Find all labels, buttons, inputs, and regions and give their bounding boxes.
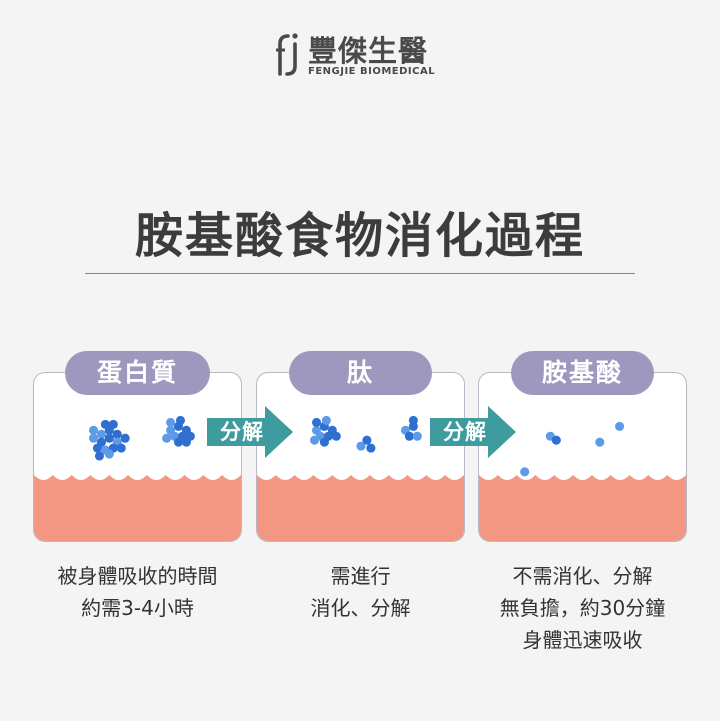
molecule-icon — [615, 421, 625, 431]
molecule-icon — [595, 437, 605, 447]
molecule-icon — [162, 433, 172, 443]
molecule-icon — [356, 441, 366, 451]
stage-panel-amino-acid — [478, 372, 687, 542]
fj-logo-icon — [276, 33, 298, 76]
molecule-icon — [319, 437, 329, 447]
molecule-icon — [108, 419, 118, 429]
brand-logo: 豐傑生醫 FENGJIE BIOMEDICAL — [276, 28, 446, 80]
molecule-icon — [100, 419, 110, 429]
brand-name-en: FENGJIE BIOMEDICAL — [308, 66, 436, 77]
breakdown-arrow-2: 分解 — [430, 406, 516, 458]
stage-panel-peptide — [256, 372, 465, 542]
molecule-icon — [331, 431, 341, 441]
molecule-icon — [88, 425, 99, 435]
desc-line: 無負擔，約30分鐘 — [499, 596, 666, 620]
molecule-icon — [166, 417, 176, 427]
stage-desc-peptide: 需進行 消化、分解 — [253, 560, 468, 624]
desc-line: 約需3-4小時 — [81, 596, 194, 620]
molecule-icon — [404, 431, 414, 441]
amino-acid-molecules — [520, 421, 625, 477]
desc-line: 消化、分解 — [310, 596, 411, 620]
molecule-icon — [120, 433, 130, 443]
arrow-label: 分解 — [220, 420, 264, 444]
breakdown-arrow-1: 分解 — [207, 406, 293, 458]
title-divider — [85, 273, 635, 274]
molecule-icon — [173, 437, 184, 447]
page-title: 胺基酸食物消化過程 — [134, 208, 585, 264]
peptide-molecules — [310, 415, 422, 453]
molecule-icon — [116, 443, 126, 453]
arrow-label: 分解 — [443, 420, 487, 444]
molecule-icon — [175, 415, 186, 425]
brand-name-cn: 豐傑生醫 — [308, 34, 429, 68]
desc-line: 身體迅速吸收 — [522, 628, 643, 652]
molecule-icon — [412, 431, 422, 441]
right-arrow-icon — [207, 406, 293, 458]
desc-line: 需進行 — [330, 564, 391, 588]
molecule-icon — [362, 435, 372, 445]
molecule-icon — [88, 433, 99, 443]
molecule-icon — [310, 435, 320, 445]
molecule-icon — [366, 443, 376, 453]
stage-desc-amino-acid: 不需消化、分解 無負擔，約30分鐘 身體迅速吸收 — [475, 560, 690, 656]
molecule-icon — [96, 429, 106, 439]
molecule-icon — [321, 415, 331, 425]
tissue-layer — [257, 475, 464, 541]
stage-tag-protein: 蛋白質 — [65, 351, 210, 395]
tissue-layer — [34, 475, 241, 541]
molecule-icon — [112, 429, 122, 439]
molecule-icon — [92, 443, 103, 453]
tissue-layer — [479, 475, 686, 541]
stage-desc-protein: 被身體吸收的時間 約需3-4小時 — [30, 560, 245, 624]
stage-panel-protein — [33, 372, 242, 542]
molecule-icon — [181, 437, 191, 447]
right-arrow-icon — [430, 406, 516, 458]
stage-tag-peptide: 肽 — [289, 351, 432, 395]
protein-molecules — [88, 415, 195, 461]
molecule-icon — [94, 451, 104, 461]
stage-tag-amino-acid: 胺基酸 — [511, 351, 654, 395]
molecule-icon — [104, 433, 114, 443]
desc-line: 不需消化、分解 — [512, 564, 653, 588]
molecule-icon — [104, 449, 114, 459]
molecule-icon — [408, 415, 418, 425]
molecule-icon — [311, 417, 322, 427]
molecule-icon — [551, 435, 561, 445]
molecule-icon — [520, 467, 530, 477]
desc-line: 被身體吸收的時間 — [57, 564, 218, 588]
